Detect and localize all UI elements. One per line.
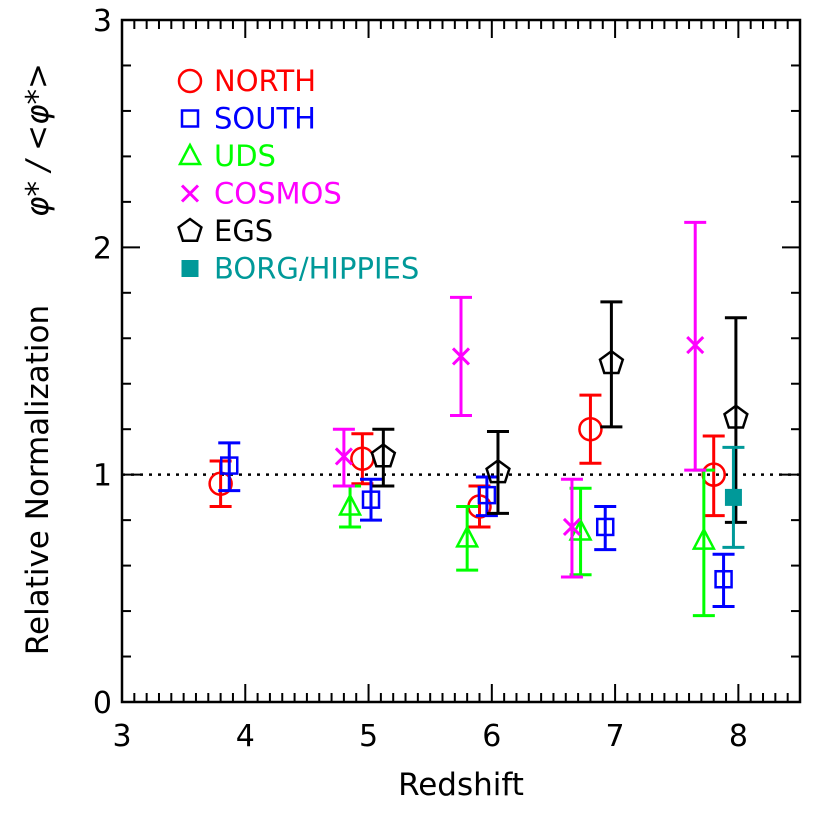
legend-label: SOUTH bbox=[214, 102, 316, 136]
legend-item: EGS bbox=[177, 214, 273, 248]
y-axis-symbol: φ* / <φ*> bbox=[20, 63, 56, 217]
legend-marker bbox=[177, 68, 203, 94]
x-tick-label: 5 bbox=[359, 719, 378, 754]
legend-label: EGS bbox=[214, 214, 273, 248]
y-tick-label: 1 bbox=[93, 459, 112, 494]
x-tick-label: 4 bbox=[236, 719, 255, 754]
legend-label: UDS bbox=[214, 139, 276, 173]
y-tick-label: 2 bbox=[93, 231, 112, 266]
error-bar bbox=[712, 552, 735, 609]
legend-marker bbox=[177, 142, 203, 166]
data-point bbox=[595, 517, 615, 537]
series-egs bbox=[370, 300, 749, 524]
legend-item: NORTH bbox=[177, 64, 316, 98]
axes: 3 4 5 6 7 8 0 1 2 3 bbox=[93, 4, 802, 754]
data-point bbox=[361, 490, 381, 509]
legend-label: COSMOS bbox=[214, 177, 342, 211]
x-tick-label: 7 bbox=[606, 719, 625, 754]
legend-marker bbox=[180, 109, 200, 128]
error-bar bbox=[600, 300, 623, 429]
data-point bbox=[724, 488, 742, 506]
data-point bbox=[219, 456, 239, 475]
plot-frame bbox=[120, 18, 802, 704]
error-bar bbox=[339, 484, 362, 529]
data-point bbox=[370, 442, 397, 468]
data-point bbox=[598, 349, 625, 375]
data-point bbox=[334, 447, 353, 466]
legend-marker bbox=[180, 184, 200, 203]
error-bar bbox=[486, 429, 509, 515]
data-point bbox=[485, 458, 511, 484]
data-point bbox=[337, 492, 363, 516]
x-axis-title: Redshift bbox=[398, 767, 524, 803]
data-point bbox=[578, 416, 603, 442]
legend-item: COSMOS bbox=[180, 177, 342, 211]
legend-item: SOUTH bbox=[180, 102, 316, 136]
data-point bbox=[477, 485, 497, 505]
data-layer bbox=[208, 220, 749, 618]
legend-item: UDS bbox=[177, 139, 276, 173]
error-bar bbox=[702, 434, 725, 518]
data-point bbox=[686, 336, 705, 355]
legend-item: BORG/HIPPIES bbox=[181, 252, 419, 286]
error-bar bbox=[475, 475, 498, 518]
y-tick-label: 0 bbox=[93, 686, 112, 721]
data-point bbox=[562, 517, 582, 537]
data-point bbox=[451, 347, 471, 366]
legend-marker bbox=[177, 217, 203, 242]
series-uds bbox=[337, 468, 716, 618]
data-point bbox=[455, 524, 480, 548]
x-tick-label: 6 bbox=[482, 719, 501, 754]
error-bar bbox=[456, 504, 479, 572]
legend-label: NORTH bbox=[214, 64, 316, 98]
series-south bbox=[218, 441, 735, 609]
data-point bbox=[723, 404, 749, 429]
error-bar bbox=[218, 441, 241, 493]
error-bar bbox=[360, 477, 383, 522]
data-point bbox=[691, 526, 716, 550]
error-bar bbox=[372, 427, 395, 488]
y-axis-title: Relative Normalization bbox=[20, 305, 56, 655]
error-bar bbox=[724, 316, 747, 524]
y-tick-label: 3 bbox=[93, 4, 112, 39]
series-cosmos bbox=[332, 220, 707, 579]
error-bar bbox=[351, 432, 374, 486]
error-bar bbox=[594, 504, 617, 552]
legend-marker bbox=[181, 260, 199, 277]
x-tick-label: 8 bbox=[729, 719, 748, 754]
legend-label: BORG/HIPPIES bbox=[214, 252, 419, 286]
x-tick-label: 3 bbox=[112, 719, 131, 754]
error-bar bbox=[579, 393, 602, 465]
data-point bbox=[714, 569, 733, 589]
series-borg-hippies bbox=[722, 445, 745, 549]
